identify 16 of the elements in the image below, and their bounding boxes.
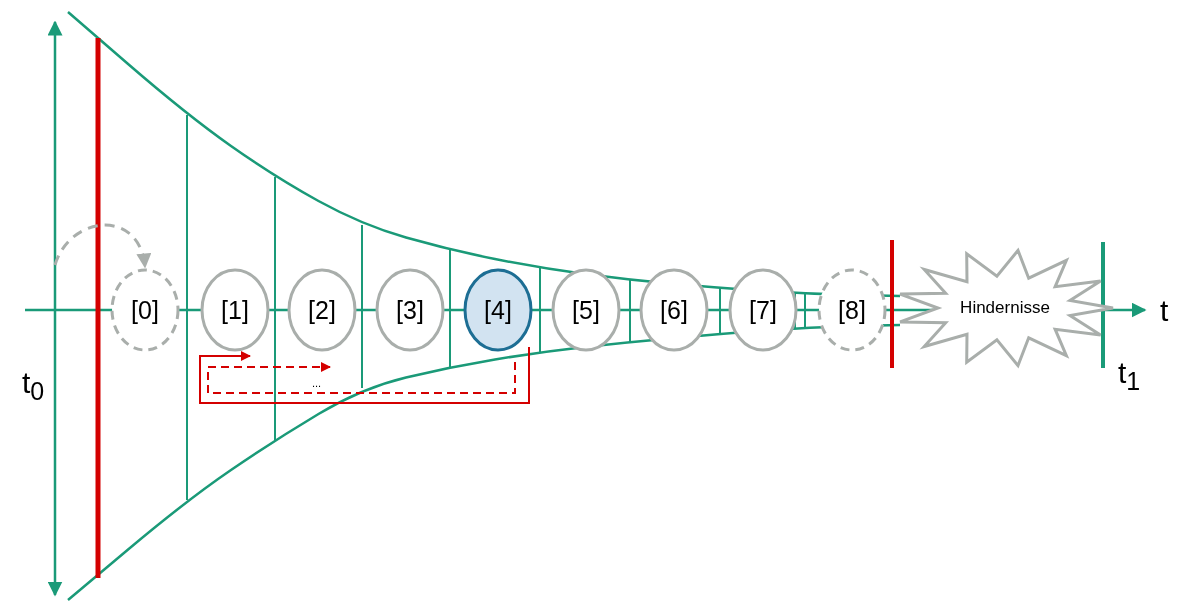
axis-label: t (1160, 296, 1169, 326)
node-label: [6] (659, 295, 689, 325)
arrow (53, 223, 150, 269)
node-label: [0] (130, 295, 160, 325)
arrow (199, 346, 530, 404)
node-label: [7] (748, 295, 778, 325)
node-label: [4] (483, 295, 513, 325)
node-label: [8] (837, 295, 867, 325)
axis-label: t$_{1}$ (1118, 358, 1141, 394)
arrow (207, 361, 516, 394)
node-label: [3] (395, 295, 425, 325)
node-label: [1] (220, 295, 250, 325)
node-label: [5] (571, 295, 601, 325)
node-label: Hindernisse (959, 298, 1051, 318)
node-label: [2] (307, 295, 337, 325)
axis-label: t$_{0}$ (22, 368, 45, 404)
